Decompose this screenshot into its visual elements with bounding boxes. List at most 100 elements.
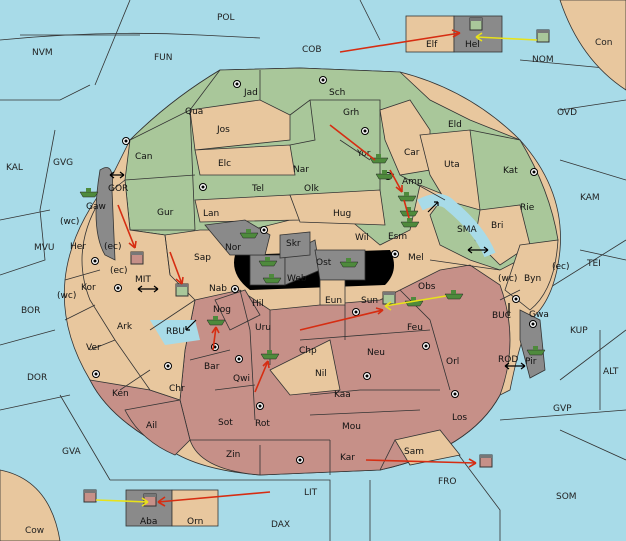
channel-arrows [109, 171, 526, 370]
province-label: Qua [185, 107, 203, 117]
province-label: Kat [503, 166, 518, 176]
army-unit[interactable] [83, 489, 97, 503]
province-pir[interactable] [519, 309, 546, 379]
sma-channel [417, 194, 496, 258]
province-hug[interactable] [289, 189, 386, 226]
province-gaw-zone[interactable] [95, 167, 116, 261]
province-nor[interactable] [204, 219, 271, 256]
fleet-unit[interactable] [399, 207, 419, 217]
sea-label: NVM [32, 48, 53, 58]
sea-label: SOM [556, 492, 577, 502]
neutral-province-labels: Gaw Her Kor Ark Ver Sap Nab Hil Mel Byn … [70, 40, 549, 527]
province-orn[interactable] [171, 489, 219, 527]
province-byn[interactable] [504, 239, 559, 311]
fleet-unit[interactable] [239, 229, 259, 239]
province-ail[interactable] [124, 399, 191, 456]
fleet-unit[interactable] [444, 290, 464, 300]
province-label: Her [70, 242, 86, 252]
province-label: Hug [333, 209, 351, 219]
province-label: Ail [146, 421, 157, 431]
sea-label: KUP [570, 326, 588, 336]
province-label: Orl [446, 357, 459, 367]
province-label: Nil [315, 369, 327, 379]
sea-label: COB [302, 45, 322, 55]
province-skr[interactable] [279, 231, 311, 259]
coastal-label: RBU [166, 327, 185, 337]
province-ost[interactable] [314, 249, 366, 281]
province-label: Orn [187, 517, 203, 527]
sea-label: ALT [603, 367, 619, 377]
fleet-unit[interactable] [262, 274, 282, 284]
province-label: Elf [426, 40, 438, 50]
province-label: Uru [255, 323, 271, 333]
sea-label: TEI [586, 259, 601, 269]
sea-label: GVP [553, 404, 572, 414]
sea-label: NOM [532, 55, 554, 65]
province-label: Sch [329, 88, 345, 98]
coast-label-wc: (wc) [60, 217, 79, 227]
fleet-unit[interactable] [400, 218, 420, 228]
fleet-unit[interactable] [258, 257, 278, 267]
sea-label: GVG [53, 158, 73, 168]
army-unit[interactable] [382, 291, 396, 305]
fleet-unit[interactable] [260, 350, 280, 360]
province-label: Obs [418, 282, 436, 292]
green-province-labels: Jad Sch Qua Jos Grh Can Elc Nar Yor Car … [135, 88, 535, 242]
province-uta[interactable] [419, 129, 481, 211]
rbu-inlet [150, 320, 200, 345]
province-label: Kar [340, 453, 355, 463]
units[interactable] [79, 17, 550, 507]
province-label: Feu [407, 323, 423, 333]
fleet-unit[interactable] [339, 258, 359, 268]
support-orders [95, 32, 538, 507]
province-elf[interactable] [405, 15, 455, 53]
province-label: Zin [226, 450, 240, 460]
province-label: Neu [367, 348, 385, 358]
province-label: Sun [361, 296, 378, 306]
province-label: Chr [169, 384, 185, 394]
province-label: Skr [286, 239, 301, 249]
province-nil[interactable] [269, 339, 341, 396]
sea-label: FUN [154, 53, 173, 63]
army-unit[interactable] [130, 251, 144, 265]
province-label: Grh [343, 108, 359, 118]
province-label: Gur [157, 208, 174, 218]
fleet-unit[interactable] [375, 170, 395, 180]
province-sam[interactable] [394, 429, 461, 466]
fleet-unit[interactable] [79, 188, 99, 198]
province-label: Yor [356, 149, 371, 159]
army-unit[interactable] [175, 283, 189, 297]
coast-label-ec: (ec) [104, 242, 122, 252]
province-label: Eld [448, 120, 462, 130]
province-label: Nab [209, 284, 227, 294]
province-label: Can [135, 152, 153, 162]
province-jos[interactable] [189, 99, 291, 151]
sea-label: Con [595, 38, 613, 48]
province-label: Qwi [233, 374, 250, 384]
coastal-label: SMA [457, 225, 477, 235]
province-label: Gaw [86, 202, 106, 212]
province-label: Ark [117, 322, 133, 332]
province-label: Rot [255, 419, 270, 429]
sea-label: MVU [34, 243, 55, 253]
province-label: Wil [355, 233, 369, 243]
province-elc[interactable] [194, 144, 296, 176]
fleet-unit[interactable] [397, 192, 417, 202]
fleet-unit[interactable] [526, 346, 546, 356]
coastal-label: ROD [498, 355, 518, 365]
army-unit[interactable] [536, 29, 550, 43]
province-label: Ver [86, 343, 101, 353]
province-label: Mou [342, 422, 361, 432]
fleet-unit[interactable] [206, 316, 226, 326]
coast-label-ec: (ec) [110, 266, 128, 276]
province-label: Rie [520, 203, 535, 213]
sea-label: GVA [62, 447, 82, 457]
army-unit[interactable] [469, 17, 483, 31]
province-label: Pir [525, 357, 537, 367]
province-label: Kaa [334, 390, 351, 400]
sea-label: KAL [6, 163, 23, 173]
province-label: Hel [465, 40, 480, 50]
army-unit[interactable] [479, 454, 493, 468]
